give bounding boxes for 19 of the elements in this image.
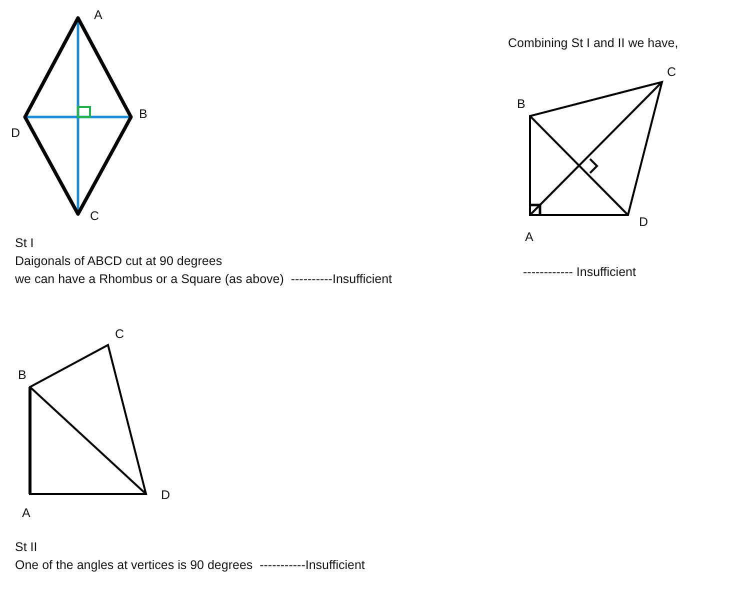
statement-text: Daigonals of ABCD cut at 90 degrees — [15, 254, 222, 269]
vertex-label: A — [94, 8, 102, 23]
vertex-label: D — [639, 215, 648, 230]
vertex-label: D — [11, 126, 20, 141]
statement-heading: St I — [15, 236, 34, 251]
heading-text: Combining St I and II we have, — [508, 36, 678, 51]
vertex-label: B — [517, 97, 526, 112]
statement-text: we can have a Rhombus or a Square (as above) ----------Insufficient — [15, 272, 392, 287]
vertex-label: C — [667, 65, 676, 80]
vertex-label: B — [139, 107, 148, 122]
vertex-label: C — [90, 209, 100, 224]
vertex-label: A — [525, 230, 534, 245]
vertex-label: A — [22, 506, 30, 521]
vertex-label: B — [18, 368, 26, 383]
vertex-label: C — [115, 327, 124, 342]
statement-text: One of the angles at vertices is 90 degrees -----------Insufficient — [15, 558, 365, 573]
statement-heading: St II — [15, 540, 38, 555]
vertex-label: D — [161, 488, 170, 503]
verdict-text: ------------ Insufficient — [523, 265, 636, 280]
